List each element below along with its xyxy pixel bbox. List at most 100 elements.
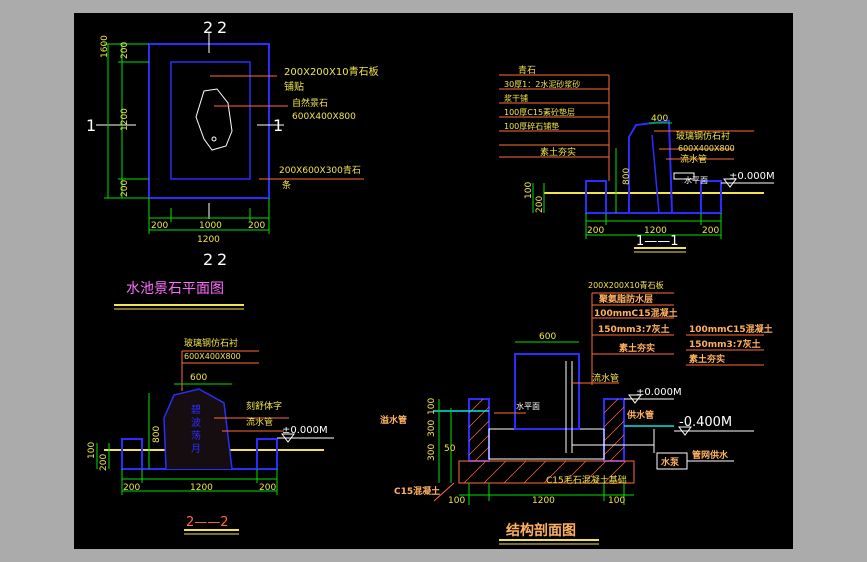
pool-inner bbox=[170, 61, 251, 180]
dims-structure bbox=[438, 341, 634, 505]
s1-label-4: 100厚碎石铺垫 bbox=[504, 121, 559, 131]
s2-dim-1200: 1200 bbox=[190, 483, 213, 493]
s1-water-level: 水平面 bbox=[684, 175, 708, 185]
cad-drawing-window: 2 2 2 2 1 1 200X200X10青石板 铺贴 自然景石 600X40… bbox=[74, 13, 793, 549]
st-dim-100: 100 bbox=[427, 398, 437, 415]
cad-canvas: 2 2 2 2 1 1 200X200X10青石板 铺贴 自然景石 600X40… bbox=[86, 18, 775, 545]
st-dim-50: 50 bbox=[444, 444, 456, 454]
dims-section-1 bbox=[532, 122, 722, 239]
st-elevation-low: -0.400M bbox=[679, 415, 732, 430]
label-coping-2: 条 bbox=[282, 179, 291, 191]
st-top-1: 聚氨脂防水层 bbox=[598, 293, 653, 305]
section-2-title: 2——2 bbox=[186, 515, 229, 530]
st-top-0: 200X200X10青石板 bbox=[588, 280, 664, 290]
st-dim-100-left: 100 bbox=[448, 496, 465, 506]
elevation-marker-1 bbox=[723, 178, 737, 188]
struct-title: 结构剖面图 bbox=[506, 522, 576, 539]
s1-rock-label: 玻璃钢仿石衬 bbox=[676, 130, 730, 142]
rock-outline bbox=[195, 88, 233, 151]
carved-char-3: 荡 bbox=[191, 430, 201, 442]
s1-dim-800: 800 bbox=[622, 168, 632, 185]
s2-dim-800: 800 bbox=[152, 426, 162, 443]
carved-char-2: 波 bbox=[191, 416, 201, 429]
section-mark-2-bottom-num: 2 bbox=[217, 250, 227, 269]
dim-v-200-bottom: 200 bbox=[120, 180, 130, 197]
pipe-line-1 bbox=[651, 134, 660, 214]
s2-rock-label: 玻璃钢仿石衬 bbox=[184, 337, 238, 349]
label-slab-2: 铺贴 bbox=[284, 80, 304, 93]
rock-section-1 bbox=[628, 119, 673, 214]
plan-title: 水池景石平面图 bbox=[126, 281, 224, 297]
s2-dim-100: 100 bbox=[87, 442, 97, 459]
st-mains: 管网供水 bbox=[692, 449, 729, 461]
dim-1600: 1600 bbox=[100, 35, 110, 58]
st-dim-300-b: 300 bbox=[427, 444, 437, 461]
section-1-view bbox=[499, 74, 774, 253]
foundation bbox=[458, 460, 635, 484]
dim-h-200-right: 200 bbox=[248, 221, 265, 231]
plan-view bbox=[96, 33, 364, 310]
section-1-title: 1——1 bbox=[636, 234, 679, 249]
pool-outline bbox=[148, 43, 270, 199]
struct-elevation-marker bbox=[628, 394, 642, 404]
hatch-foundation bbox=[463, 460, 627, 484]
struct-rock bbox=[514, 353, 580, 430]
st-top-2: 100mmC15混凝土 bbox=[594, 307, 678, 319]
dim-h-200-left: 200 bbox=[151, 221, 168, 231]
s2-rock-size: 600X400X800 bbox=[184, 352, 241, 361]
st-width: 600 bbox=[539, 332, 556, 342]
carved-char-4: 月 bbox=[191, 443, 201, 455]
leaders-section-1 bbox=[499, 74, 754, 181]
st-top-4: 素土夯实 bbox=[619, 342, 655, 354]
s2-dim-200-left: 200 bbox=[123, 483, 140, 493]
wall-right-2 bbox=[256, 438, 278, 470]
s2-elevation: ±0.000M bbox=[282, 425, 328, 436]
plan-text: 2 2 2 2 1 1 200X200X10青石板 铺贴 自然景石 600X40… bbox=[86, 18, 379, 297]
s1-dim-400: 400 bbox=[651, 114, 668, 124]
s1-label-3: 100厚C15素砼垫层 bbox=[504, 107, 575, 117]
pool-interior-floor bbox=[488, 428, 605, 460]
st-dim-300-a: 300 bbox=[427, 420, 437, 437]
st-right-1: 150mm3:7灰土 bbox=[689, 338, 761, 350]
dim-v-1200: 1200 bbox=[120, 108, 130, 131]
dim-h-1000: 1000 bbox=[199, 221, 222, 231]
st-water-level: 水平面 bbox=[516, 401, 540, 411]
carved-char-1: 碧 bbox=[191, 404, 201, 416]
s1-label-5: 素土夯实 bbox=[540, 146, 576, 158]
dims-section-2 bbox=[96, 383, 278, 495]
section-mark-1-left: 1 bbox=[86, 116, 96, 135]
st-foundation: C15毛石混凝土基础 bbox=[546, 474, 627, 486]
st-elevation: ±0.000M bbox=[636, 387, 682, 398]
st-right-0: 100mmC15混凝土 bbox=[689, 323, 773, 335]
water-level-box-1 bbox=[673, 172, 695, 180]
s1-label-0: 青石 bbox=[518, 64, 536, 76]
st-pipe: 流水管 bbox=[592, 372, 619, 384]
s1-dim-1200: 1200 bbox=[644, 226, 667, 236]
st-pump: 水泵 bbox=[661, 456, 680, 468]
rock-mark bbox=[211, 136, 217, 142]
low-elevation-marker bbox=[678, 426, 692, 436]
structure-view bbox=[433, 292, 764, 545]
st-dim-1200: 1200 bbox=[532, 496, 555, 506]
plan-dims-horizontal bbox=[148, 198, 270, 234]
s2-carve: 刻舒体字 bbox=[246, 400, 282, 412]
wall-left-2 bbox=[121, 438, 143, 470]
section-mark-2-top-num: 2 bbox=[217, 18, 227, 37]
s2-dim-200-right: 200 bbox=[259, 483, 276, 493]
s1-rock-size: 600X400X800 bbox=[678, 144, 735, 153]
section-2-view bbox=[96, 350, 334, 535]
s1-dim-200-right: 200 bbox=[702, 226, 719, 236]
s2-dim-200-v: 200 bbox=[99, 454, 109, 471]
label-rock-size: 600X400X800 bbox=[292, 112, 356, 122]
section-mark-2-bottom: 2 bbox=[203, 250, 213, 269]
rock-section-2 bbox=[163, 388, 233, 470]
s1-dim-200-v: 200 bbox=[535, 196, 545, 213]
section-1-text: 青石 30厚1：2水泥砂浆砂 浆干铺 100厚C15素砼垫层 100厚碎石铺垫 … bbox=[504, 64, 775, 249]
wall-right-1 bbox=[700, 180, 722, 214]
label-coping: 200X600X300青石 bbox=[279, 164, 361, 176]
s1-pipe: 流水管 bbox=[680, 153, 707, 165]
plan-dims-vertical bbox=[104, 43, 149, 199]
s1-dim-100: 100 bbox=[524, 182, 534, 199]
section-mark-2-top: 2 bbox=[203, 18, 213, 37]
st-right-2: 素土夯实 bbox=[689, 353, 725, 365]
